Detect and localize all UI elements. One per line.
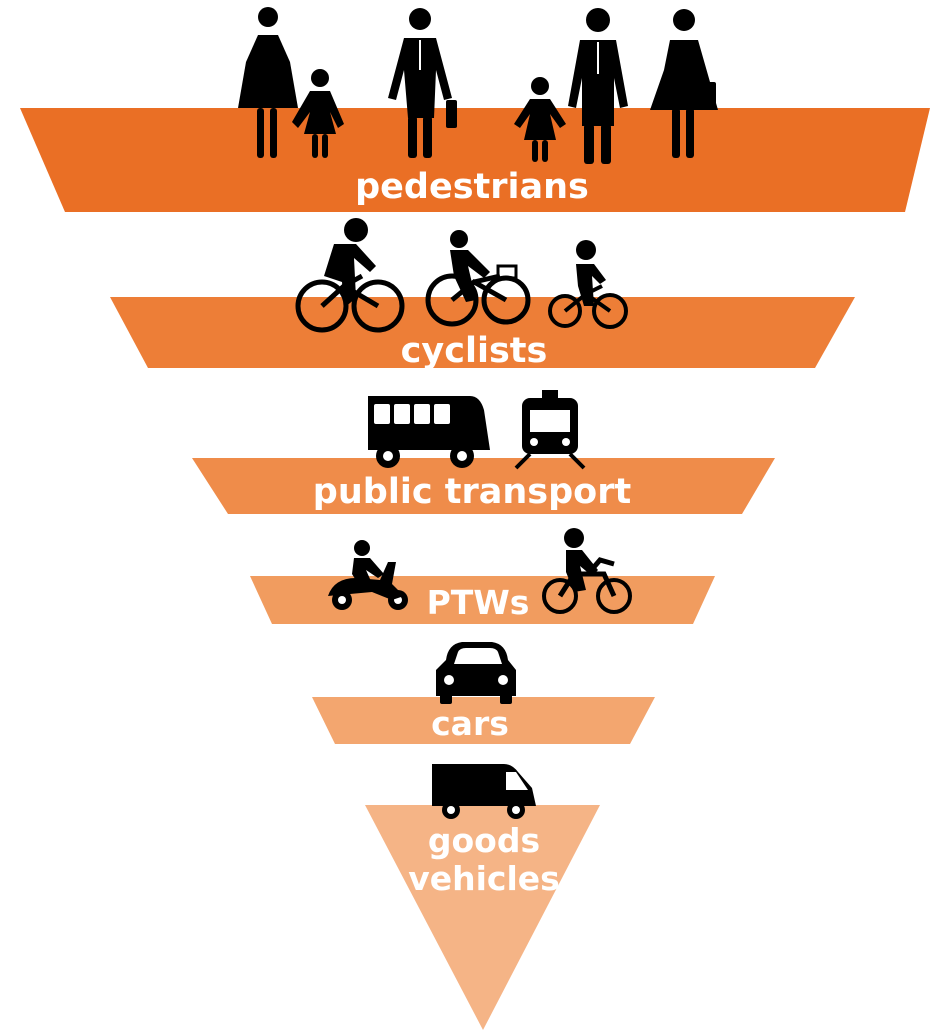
- child-cyclist-icon: [548, 240, 628, 329]
- child-icon: [292, 69, 344, 158]
- level-label-goods: goods: [428, 821, 540, 860]
- band-cars: [312, 697, 655, 744]
- level-label-cyclists: cyclists: [401, 331, 548, 371]
- motorcycle-icon: [542, 528, 632, 614]
- train-icon: [514, 390, 586, 470]
- scooter-icon: [328, 540, 408, 610]
- band-pedestrians: [20, 108, 930, 212]
- level-label-vehicles: vehicles: [408, 859, 560, 898]
- van-icon: [432, 764, 536, 819]
- band-public-transport: [192, 458, 775, 514]
- level-label-public-transport: public transport: [313, 472, 631, 512]
- businessman-icon: [388, 8, 457, 158]
- woman-icon: [238, 7, 298, 158]
- level-label-ptws: PTWs: [427, 583, 530, 622]
- man-icon: [568, 8, 628, 164]
- cyclist-icon: [425, 230, 531, 327]
- bus-icon: [368, 396, 490, 468]
- woman-with-bag-icon: [650, 9, 718, 158]
- car-icon: [436, 642, 516, 704]
- child-icon: [514, 77, 566, 162]
- level-label-cars: cars: [431, 704, 509, 743]
- cyclist-icon: [295, 218, 405, 333]
- band-cyclists: [110, 297, 855, 368]
- level-label-pedestrians: pedestrians: [355, 167, 589, 207]
- band-goods-vehicles: [365, 805, 600, 1030]
